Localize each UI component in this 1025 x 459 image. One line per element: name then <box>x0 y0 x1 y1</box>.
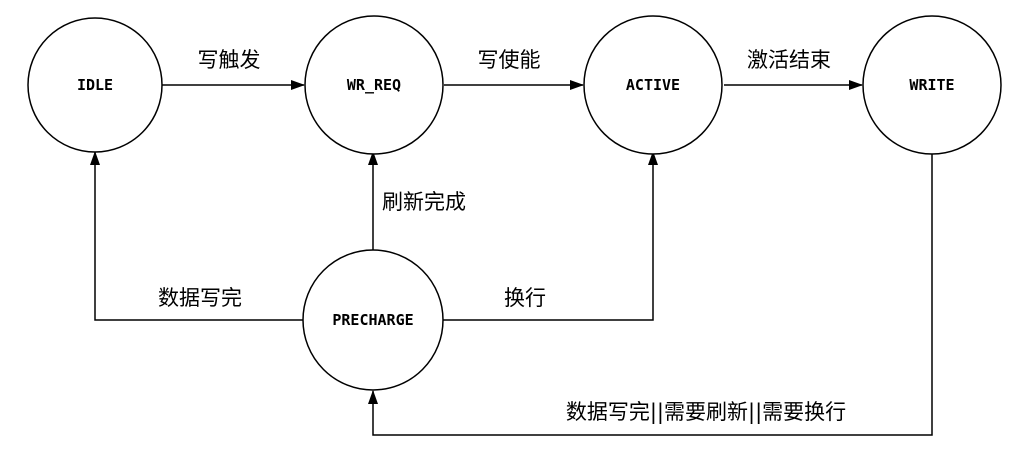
state-label: PRECHARGE <box>332 311 413 329</box>
state-circle <box>304 15 444 155</box>
edge-precharge-to-idle <box>90 151 304 321</box>
label-precharge-to-active: 换行 <box>504 286 546 310</box>
state-idle: IDLE <box>27 17 163 153</box>
state-write: WRITE <box>862 15 1002 155</box>
state-label: WRITE <box>909 76 954 94</box>
label-idle-to-wr-req: 写触发 <box>198 48 261 72</box>
state-precharge: PRECHARGE <box>302 249 444 391</box>
edge-precharge-to-active <box>443 151 658 321</box>
state-wr-req: WR_REQ <box>304 15 444 155</box>
label-precharge-to-idle: 数据写完 <box>158 286 242 310</box>
state-circle <box>302 249 444 391</box>
state-label: WR_REQ <box>347 76 401 94</box>
state-label: ACTIVE <box>626 76 680 94</box>
state-circle <box>27 17 163 153</box>
label-write-to-precharge: 数据写完||需要刷新||需要换行 <box>566 400 846 425</box>
label-precharge-to-wr-req: 刷新完成 <box>382 190 466 214</box>
state-label: IDLE <box>77 76 113 94</box>
label-wr-req-to-active: 写使能 <box>478 48 541 72</box>
state-circle <box>583 15 723 155</box>
state-active: ACTIVE <box>583 15 723 155</box>
state-circle <box>862 15 1002 155</box>
label-active-to-write: 激活结束 <box>747 48 831 72</box>
edge-write-to-precharge <box>368 153 933 436</box>
